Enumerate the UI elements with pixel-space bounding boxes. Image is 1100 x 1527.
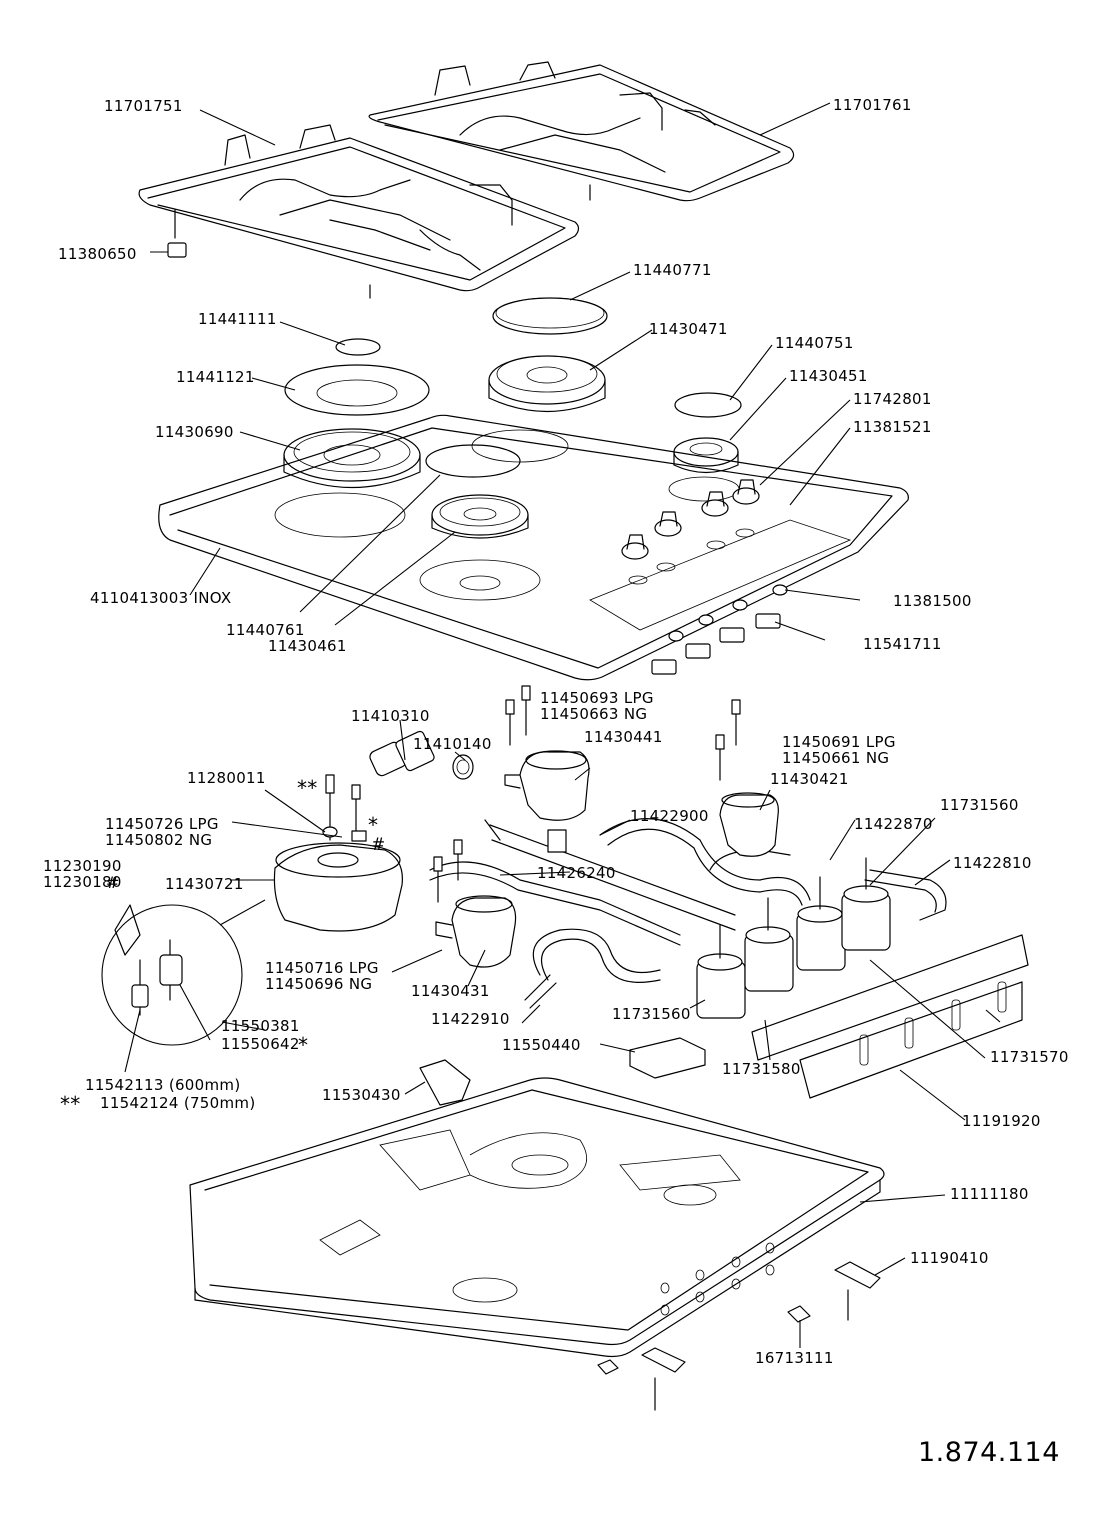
label-11542124: 11542124 (750mm) bbox=[100, 1094, 255, 1112]
label-11422900: 11422900 bbox=[630, 807, 709, 825]
base-pan bbox=[189, 1077, 885, 1358]
leader-lines bbox=[124, 102, 986, 1348]
label-11422910: 11422910 bbox=[431, 1010, 510, 1028]
burner-medium-front bbox=[431, 494, 529, 539]
label-11542113: 11542113 (600mm) bbox=[85, 1076, 240, 1094]
burner-cap-medium bbox=[674, 392, 742, 418]
burner-cap-small bbox=[335, 338, 381, 356]
symbol-hash-1: # bbox=[371, 835, 386, 855]
pan-support-left bbox=[138, 124, 580, 299]
pan-support-right bbox=[368, 61, 795, 202]
label-11430690: 11430690 bbox=[155, 423, 234, 441]
label-4110413003: 4110413003 INOX bbox=[90, 589, 231, 607]
cable-clip bbox=[419, 1059, 471, 1106]
label-11430441: 11430441 bbox=[584, 728, 663, 746]
label-11450693: 11450693 LPG bbox=[540, 689, 654, 707]
label-11742801: 11742801 bbox=[853, 390, 932, 408]
label-11410140: 11410140 bbox=[413, 735, 492, 753]
fixing-brackets bbox=[597, 1261, 881, 1411]
label-11731570: 11731570 bbox=[990, 1048, 1069, 1066]
label-11381521: 11381521 bbox=[853, 418, 932, 436]
burner-large-top bbox=[488, 355, 606, 413]
label-11731560-bottom: 11731560 bbox=[612, 1005, 691, 1023]
hob-top-plate bbox=[158, 414, 909, 681]
knob-seals-and-switches bbox=[651, 584, 788, 675]
label-11380650: 11380650 bbox=[58, 245, 137, 263]
symbol-double-star-1: ** bbox=[297, 776, 318, 800]
label-11430451: 11430451 bbox=[789, 367, 868, 385]
burner-cap-large bbox=[492, 297, 608, 335]
control-knobs bbox=[621, 479, 760, 560]
ignition-module bbox=[629, 1037, 706, 1079]
label-11450696: 11450696 NG bbox=[265, 975, 372, 993]
label-11440751: 11440751 bbox=[775, 334, 854, 352]
flame-spreader-ring bbox=[284, 364, 430, 416]
label-11381500: 11381500 bbox=[893, 592, 972, 610]
label-11430461: 11430461 bbox=[268, 637, 347, 655]
label-11450691: 11450691 LPG bbox=[782, 733, 896, 751]
label-11440771: 11440771 bbox=[633, 261, 712, 279]
label-11541711: 11541711 bbox=[863, 635, 942, 653]
label-11701751: 11701751 bbox=[104, 97, 183, 115]
drawing-number: 1.874.114 bbox=[918, 1437, 1060, 1468]
label-11450661: 11450661 NG bbox=[782, 749, 889, 767]
label-11731560-top: 11731560 bbox=[940, 796, 1019, 814]
injector-holders bbox=[273, 750, 779, 968]
detail-circle bbox=[101, 899, 266, 1046]
label-11550440: 11550440 bbox=[502, 1036, 581, 1054]
label-11450663: 11450663 NG bbox=[540, 705, 647, 723]
label-11450726: 11450726 LPG bbox=[105, 815, 219, 833]
label-11441121: 11441121 bbox=[176, 368, 255, 386]
label-11450802: 11450802 NG bbox=[105, 831, 212, 849]
label-11550642: 11550642 bbox=[221, 1035, 300, 1053]
gas-manifold-rail bbox=[751, 934, 1029, 1099]
label-11426240: 11426240 bbox=[537, 864, 616, 882]
label-11450716: 11450716 LPG bbox=[265, 959, 379, 977]
thermocouples-and-electrodes bbox=[322, 685, 741, 903]
symbol-star-1: * bbox=[368, 813, 378, 837]
gas-valves bbox=[696, 857, 891, 1019]
label-11731580: 11731580 bbox=[722, 1060, 801, 1078]
gas-circuit bbox=[369, 730, 947, 1009]
label-11430431: 11430431 bbox=[411, 982, 490, 1000]
label-11530430: 11530430 bbox=[322, 1086, 401, 1104]
symbol-double-star-2: ** bbox=[60, 1092, 81, 1116]
label-11111180: 11111180 bbox=[950, 1185, 1029, 1203]
label-11410310: 11410310 bbox=[351, 707, 430, 725]
label-11430721: 11430721 bbox=[165, 875, 244, 893]
label-11440761: 11440761 bbox=[226, 621, 305, 639]
burner-cap-front bbox=[425, 444, 521, 478]
label-11230190: 11230190 bbox=[43, 857, 122, 875]
label-16713111: 16713111 bbox=[755, 1349, 834, 1367]
label-11230180: 11230180 bbox=[43, 873, 122, 891]
symbol-star-2: * bbox=[298, 1033, 308, 1057]
label-11191920: 11191920 bbox=[962, 1112, 1041, 1130]
label-11422810: 11422810 bbox=[953, 854, 1032, 872]
label-11190410: 11190410 bbox=[910, 1249, 989, 1267]
label-11430471: 11430471 bbox=[649, 320, 728, 338]
label-11430421: 11430421 bbox=[770, 770, 849, 788]
label-11701761: 11701761 bbox=[833, 96, 912, 114]
part-labels: 11701751 11701761 11380650 11440771 1144… bbox=[43, 96, 1069, 1468]
label-11441111: 11441111 bbox=[198, 310, 277, 328]
label-11280011: 11280011 bbox=[187, 769, 266, 787]
label-11550381: 11550381 bbox=[221, 1017, 300, 1035]
label-11422870: 11422870 bbox=[854, 815, 933, 833]
symbol-hash-2: # bbox=[106, 873, 120, 892]
rubber-foot bbox=[150, 242, 187, 258]
burner-small-right bbox=[673, 437, 739, 474]
